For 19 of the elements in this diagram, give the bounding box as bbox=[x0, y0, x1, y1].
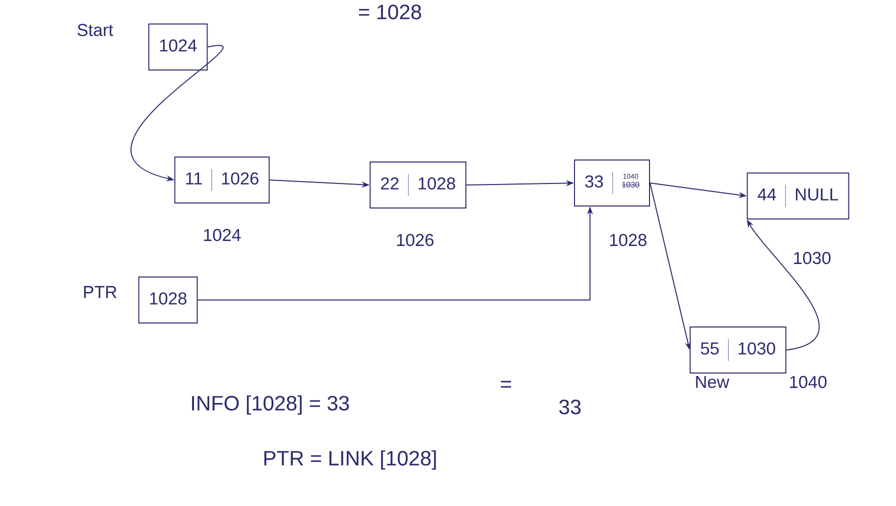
address-label: 1026 bbox=[397, 234, 434, 246]
note-text: INFO [1028] = 33 bbox=[192, 395, 349, 415]
pointer-box: 1024 bbox=[148, 24, 208, 70]
address-label: 1024 bbox=[204, 228, 241, 242]
pointer-box: 1028 bbox=[138, 276, 198, 324]
address-label: PTR bbox=[84, 286, 116, 298]
note-text: = 1028 bbox=[359, 4, 422, 20]
list-node-box: 11 1026 bbox=[174, 156, 270, 204]
address-label: 1040 bbox=[790, 376, 827, 388]
list-node-box: 55 1030 bbox=[690, 326, 786, 374]
address-label: 1028 bbox=[610, 234, 646, 246]
address-label: 1030 bbox=[794, 252, 831, 264]
address-label: Start bbox=[78, 24, 114, 36]
note-text: PTR = LINK [1028] bbox=[264, 450, 436, 470]
address-label: New bbox=[696, 376, 730, 388]
list-node-box: 44 NULL bbox=[746, 172, 850, 220]
list-node-box: 22 1028 bbox=[370, 162, 466, 208]
note-text: 33 bbox=[559, 400, 581, 414]
note-text: = bbox=[500, 380, 512, 388]
